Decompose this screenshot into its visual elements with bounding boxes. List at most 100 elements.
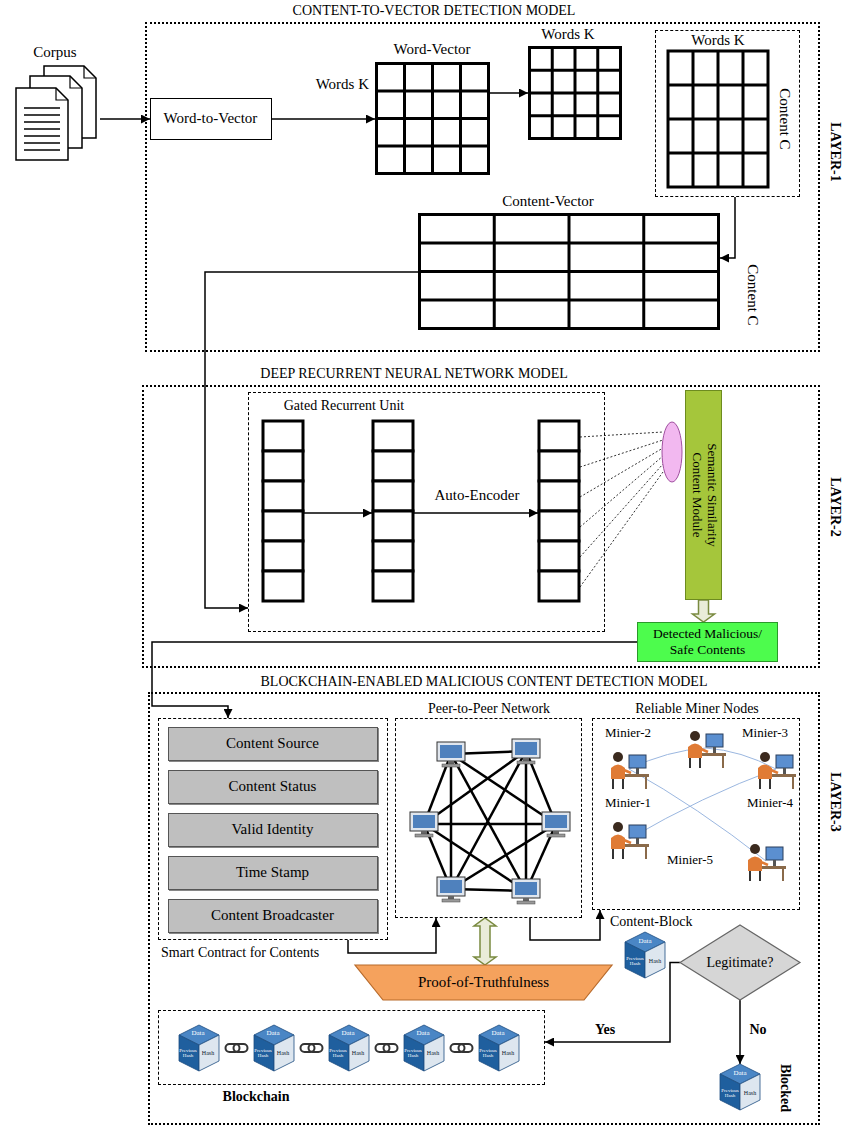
monitor [512, 739, 540, 758]
contract-field: Time Stamp [168, 856, 378, 890]
block-field: Hash [427, 1050, 439, 1056]
text-line [24, 135, 60, 137]
keyboard [415, 834, 433, 837]
document-fold [84, 66, 96, 78]
node-label: Corpus [33, 44, 76, 61]
node-sublabel: LAYER-2 [827, 477, 843, 536]
connector [720, 197, 735, 258]
contract-field: Content Status [168, 770, 378, 804]
body [611, 765, 625, 780]
cube-right [199, 1035, 219, 1071]
illustration [396, 719, 583, 919]
network-link [451, 754, 556, 824]
gru-cell [539, 511, 579, 541]
block-cube [404, 1025, 444, 1071]
computer-icon [542, 812, 570, 837]
network-link [424, 823, 556, 826]
monitor [629, 825, 646, 838]
illustration [10, 44, 100, 170]
screen [515, 882, 537, 895]
node-label: Content-Block [610, 914, 692, 930]
gru-cell [373, 511, 413, 541]
chair-leg [699, 758, 701, 768]
layer-panel: Gated Recurrent UnitSemantic Similarity … [142, 385, 820, 668]
layer-label: Auto-Encoder [435, 488, 520, 504]
block-cube [329, 1025, 369, 1071]
block-field: Data [266, 1030, 279, 1037]
chain-link [309, 1044, 323, 1052]
block-field: Data [191, 1030, 204, 1037]
keyboard [547, 834, 565, 837]
matrix-grid: Word-VectorWords K [375, 62, 490, 175]
grid-line [420, 270, 719, 273]
desk-leg [645, 847, 647, 859]
connector [272, 118, 375, 120]
node-label: Peer-to-Peer Network [428, 701, 550, 717]
desk-leg [645, 777, 647, 789]
network-link [451, 751, 526, 889]
monitor-stand [636, 768, 639, 774]
keyboard [442, 764, 460, 767]
grid-line [530, 69, 621, 72]
cube-right [645, 942, 665, 978]
monitor [410, 812, 438, 831]
contract-group: Content SourceContent StatusValid Identi… [158, 718, 388, 940]
node-label: CONTENT-TO-VECTOR DETECTION MODEL [293, 3, 576, 19]
screen [440, 745, 462, 758]
node-label: Reliable Miner Nodes [635, 701, 759, 717]
head [760, 752, 770, 762]
connector [530, 910, 600, 940]
grid-line [668, 84, 768, 87]
monitor [766, 847, 783, 860]
document-fold [56, 88, 68, 100]
screen [413, 815, 435, 828]
block-arrow [474, 918, 496, 965]
node-label: Words K [691, 32, 744, 49]
layer-panel: Word-to-VectorWord-VectorWords KWords KW… [145, 22, 820, 352]
chair-leg [689, 758, 691, 768]
illustration [249, 393, 606, 633]
gru-cell [263, 481, 303, 511]
block-field: Data [733, 1070, 746, 1077]
grid-line [668, 152, 768, 155]
node-label: Smart Contract for Contents [161, 945, 319, 961]
chain-link [384, 1044, 398, 1052]
connector [739, 1000, 741, 1064]
cube-right [274, 1035, 294, 1071]
matrix-grid: Content-VectorContent C [418, 213, 720, 330]
monitor [776, 755, 793, 768]
process-box: Word-to-Vector [150, 98, 272, 140]
text-line [24, 114, 60, 116]
illustration [593, 719, 801, 911]
node-label: Detected Malicious/ Safe Contents [641, 626, 774, 657]
grid-line [377, 145, 489, 148]
miner-figure [688, 731, 726, 768]
block-field: Previous Hash [404, 1048, 422, 1059]
cube-left [479, 1035, 499, 1071]
gru-arrow [414, 512, 538, 514]
connector [490, 92, 528, 94]
monitor [437, 877, 465, 896]
node-label: Content Broadcaster [173, 907, 373, 924]
edge-label: No [747, 1022, 768, 1037]
gru-cell [373, 571, 413, 601]
monitor [629, 755, 646, 768]
output-node [662, 422, 682, 482]
fan-line [580, 464, 663, 557]
desk-leg [792, 777, 794, 789]
gru-arrow [304, 512, 372, 514]
miner-label: Minier-2 [605, 726, 651, 740]
node-label: Valid Identity [173, 821, 373, 838]
grid-frame [377, 64, 489, 174]
node-sublabel: Content C [775, 88, 792, 149]
miner-figure [758, 752, 796, 789]
miner-label: Minier-3 [742, 726, 788, 740]
stand [448, 896, 454, 899]
fan-line [580, 456, 663, 527]
desk [621, 844, 649, 847]
grid-frame [420, 215, 719, 329]
gru-cell [373, 451, 413, 481]
monitor-stand [636, 838, 639, 844]
chair-leg [759, 871, 761, 881]
blockchain-group: Blockchain [158, 1010, 545, 1085]
